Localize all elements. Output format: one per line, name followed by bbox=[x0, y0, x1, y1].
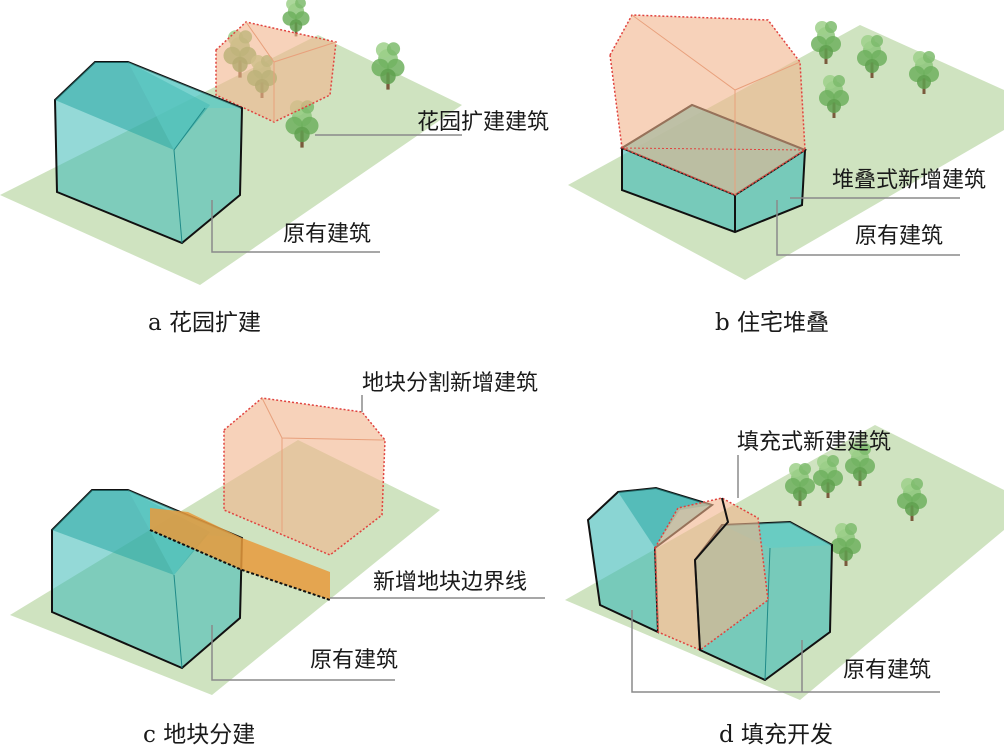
label-extension-building: 花园扩建建筑 bbox=[417, 110, 550, 135]
label-infill-building: 填充式新建建筑 bbox=[737, 430, 892, 455]
tree-icon bbox=[282, 0, 310, 37]
infill-building-d bbox=[654, 497, 769, 651]
leader-original-a bbox=[211, 200, 380, 253]
boundary-strip-c bbox=[149, 508, 331, 601]
panel-d bbox=[565, 425, 1004, 700]
label-original-building-b: 原有建筑 bbox=[855, 224, 944, 249]
label-stacked-building: 堆叠式新增建筑 bbox=[832, 168, 987, 193]
leader-original-b bbox=[776, 200, 960, 256]
panel-a bbox=[0, 0, 462, 285]
label-original-building-a: 原有建筑 bbox=[283, 222, 372, 247]
panel-b bbox=[568, 14, 1004, 280]
label-original-building-d: 原有建筑 bbox=[843, 658, 932, 683]
caption-a: a 花园扩建 bbox=[148, 310, 262, 336]
leader-original-d bbox=[631, 610, 940, 693]
panel-c bbox=[10, 395, 545, 695]
stacked-building-b bbox=[609, 14, 806, 196]
label-boundary-line: 新增地块边界线 bbox=[373, 570, 528, 595]
extension-building-a bbox=[215, 21, 337, 123]
label-original-building-c: 原有建筑 bbox=[310, 648, 399, 673]
label-new-building-c: 地块分割新增建筑 bbox=[362, 371, 539, 396]
caption-d: d 填充开发 bbox=[719, 722, 834, 748]
caption-c: c 地块分建 bbox=[143, 722, 256, 748]
leader-original-c bbox=[211, 625, 395, 681]
caption-b: b 住宅堆叠 bbox=[715, 310, 830, 336]
original-building-a bbox=[53, 61, 244, 245]
new-building-c bbox=[223, 397, 386, 556]
